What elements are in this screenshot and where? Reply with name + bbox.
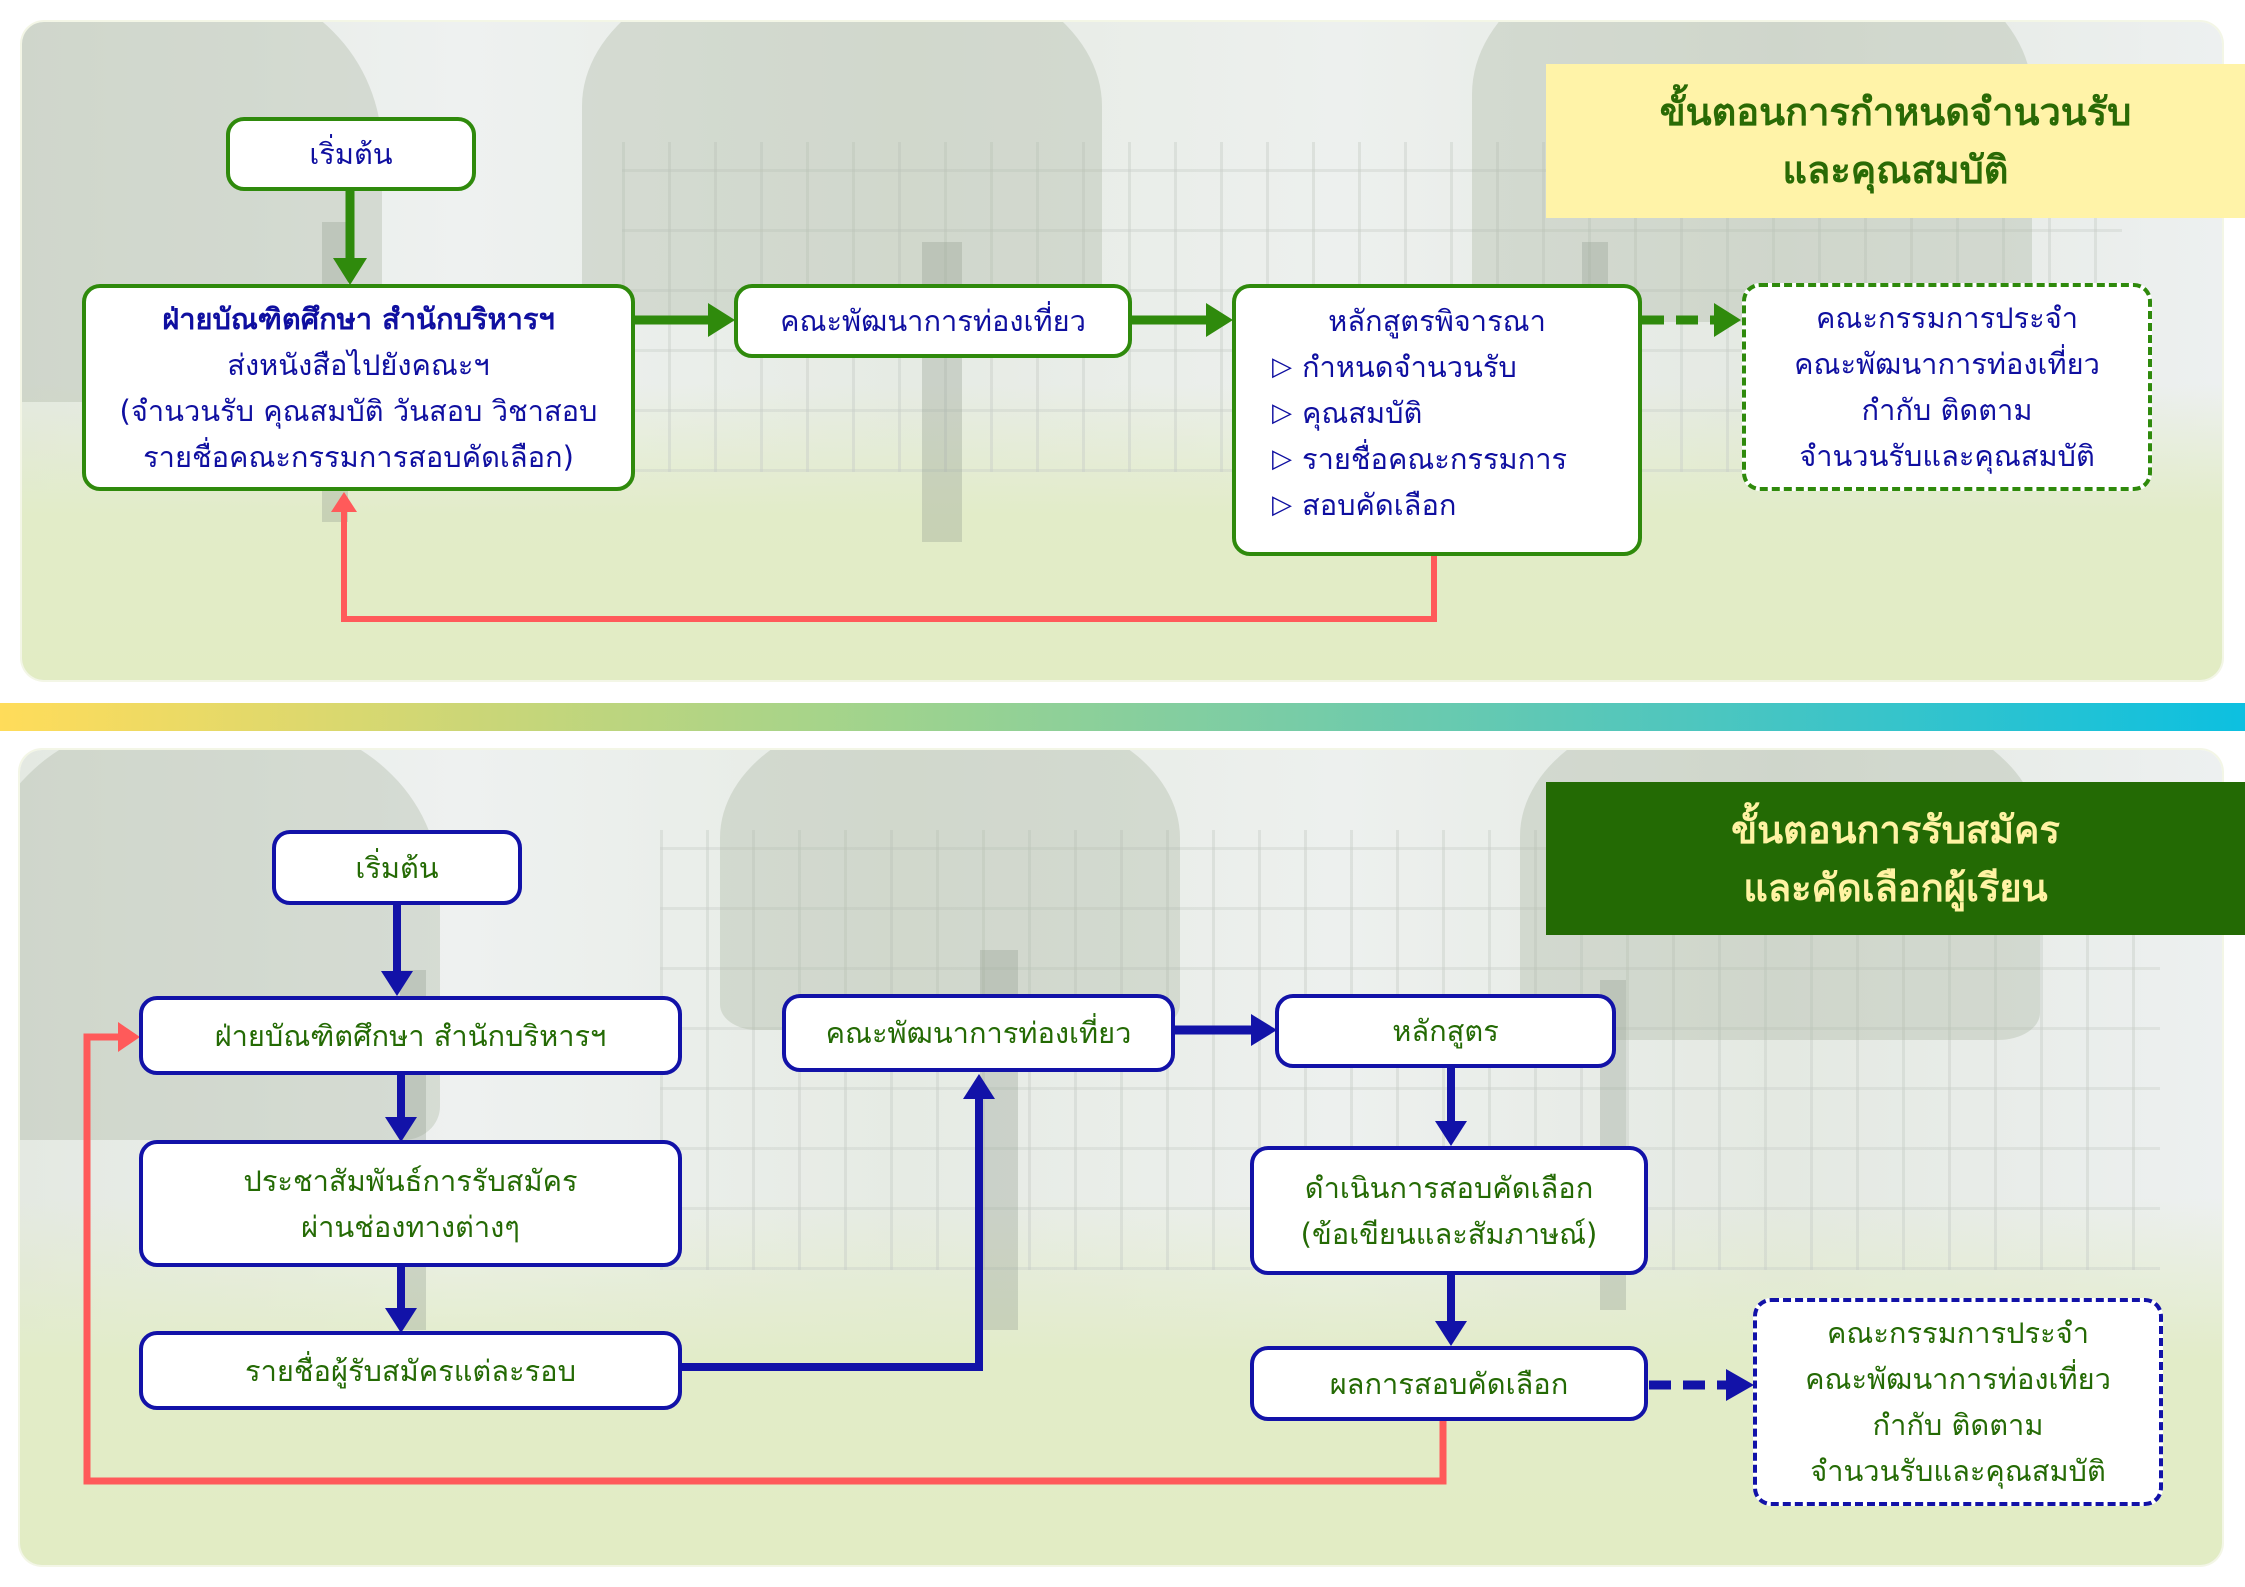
title-line: และคุณสมบัติ — [1782, 148, 2009, 192]
top-node-committee: คณะกรรมการประจำ คณะพัฒนาการท่องเที่ยว กำ… — [1742, 283, 2152, 491]
top-section-title: ขั้นตอนการกำหนดจำนวนรับ และคุณสมบัติ — [1546, 64, 2245, 218]
bottom-section-title: ขั้นตอนการรับสมัคร และคัดเลือกผู้เรียน — [1546, 782, 2245, 935]
node-line: ประชาสัมพันธ์การรับสมัคร — [243, 1163, 578, 1198]
node-line: ผ่านช่องทางต่างๆ — [301, 1209, 520, 1244]
node-label: ฝ่ายบัณฑิตศึกษา สำนักบริหารฯ — [214, 1018, 607, 1053]
bottom-arrow-exam-to-result — [1435, 1275, 1467, 1346]
node-line: คณะพัฒนาการท่องเที่ยว — [1805, 1362, 2111, 1396]
criteria-item: ▷ กำหนดจำนวนรับ — [1272, 344, 1567, 390]
node-line: คณะพัฒนาการท่องเที่ยว — [1794, 347, 2100, 381]
node-label: เริ่มต้น — [309, 137, 393, 171]
criteria-label: รายชื่อคณะกรรมการ — [1302, 442, 1568, 476]
title-line: และคัดเลือกผู้เรียน — [1743, 865, 2048, 910]
node-label: คณะพัฒนาการท่องเที่ยว — [825, 1016, 1132, 1050]
background-tree — [582, 22, 1102, 322]
bottom-node-graduate-office: ฝ่ายบัณฑิตศึกษา สำนักบริหารฯ — [139, 996, 682, 1075]
title-line: ขั้นตอนการกำหนดจำนวนรับ — [1659, 90, 2132, 134]
node-line: ส่งหนังสือไปยังคณะฯ — [227, 347, 490, 382]
top-feedback-curriculum-to-office — [331, 492, 1437, 622]
node-line: รายชื่อคณะกรรมการสอบคัดเลือก) — [143, 439, 574, 474]
triangle-bullet-icon: ▷ — [1272, 444, 1292, 474]
top-arrow-start-to-office — [333, 190, 367, 285]
criteria-label: คุณสมบัติ — [1302, 396, 1423, 430]
title-line: ขั้นตอนการรับสมัคร — [1731, 807, 2060, 852]
top-arrow-office-to-faculty — [634, 303, 735, 337]
node-heading: หลักสูตรพิจารณา — [1328, 304, 1546, 338]
top-node-graduate-office: ฝ่ายบัณฑิตศึกษา สำนักบริหารฯ ส่งหนังสือไ… — [82, 284, 635, 491]
criteria-item: ▷ คุณสมบัติ — [1272, 390, 1567, 436]
node-line: ดำเนินการสอบคัดเลือก — [1304, 1170, 1594, 1205]
node-heading: ฝ่ายบัณฑิตศึกษา สำนักบริหารฯ — [162, 301, 555, 336]
bottom-node-publicize: ประชาสัมพันธ์การรับสมัคร ผ่านช่องทางต่าง… — [139, 1140, 682, 1267]
section-divider-gradient — [0, 703, 2245, 731]
node-line: คณะกรรมการประจำ — [1827, 1316, 2089, 1350]
bottom-arrow-result-to-committee-dashed — [1649, 1369, 1754, 1401]
top-node-start: เริ่มต้น — [226, 117, 476, 191]
criteria-item: ▷ รายชื่อคณะกรรมการ — [1272, 436, 1567, 482]
node-line: กำกับ ติดตาม — [1872, 1408, 2044, 1442]
triangle-bullet-icon: ▷ — [1272, 352, 1292, 382]
top-node-curriculum: หลักสูตรพิจารณา ▷ กำหนดจำนวนรับ ▷ คุณสมบ… — [1232, 284, 1642, 556]
top-arrow-curriculum-to-committee-dashed — [1642, 303, 1741, 337]
node-label: คณะพัฒนาการท่องเที่ยว — [780, 304, 1086, 338]
node-line: กำกับ ติดตาม — [1861, 393, 2033, 427]
criteria-item: ▷ สอบคัดเลือก — [1272, 482, 1567, 528]
node-label: เริ่มต้น — [355, 850, 439, 885]
top-node-faculty: คณะพัฒนาการท่องเที่ยว — [734, 284, 1132, 358]
node-label: หลักสูตร — [1392, 1014, 1499, 1048]
triangle-bullet-icon: ▷ — [1272, 490, 1292, 520]
bottom-feedback-result-to-office — [83, 1022, 1447, 1485]
bottom-arrow-faculty-to-curriculum — [1175, 1014, 1277, 1046]
bottom-node-start: เริ่มต้น — [272, 830, 522, 905]
criteria-list: ▷ กำหนดจำนวนรับ ▷ คุณสมบัติ ▷ รายชื่อคณะ… — [1236, 344, 1567, 528]
bottom-arrow-office-to-publicize — [385, 1075, 417, 1142]
node-label: รายชื่อผู้รับสมัครแต่ละรอบ — [245, 1353, 576, 1388]
top-arrow-faculty-to-curriculum — [1132, 303, 1233, 337]
bottom-arrow-curriculum-to-exam — [1435, 1068, 1467, 1146]
bottom-node-exam-result: ผลการสอบคัดเลือก — [1250, 1346, 1648, 1421]
node-label: ผลการสอบคัดเลือก — [1329, 1366, 1569, 1401]
bottom-node-conduct-exam: ดำเนินการสอบคัดเลือก (ข้อเขียนและสัมภาษณ… — [1250, 1146, 1648, 1275]
bottom-node-faculty: คณะพัฒนาการท่องเที่ยว — [782, 994, 1175, 1072]
bottom-node-committee: คณะกรรมการประจำ คณะพัฒนาการท่องเที่ยว กำ… — [1753, 1298, 2163, 1506]
bottom-node-curriculum: หลักสูตร — [1275, 994, 1616, 1068]
node-line: (จำนวนรับ คุณสมบัติ วันสอบ วิชาสอบ — [119, 393, 598, 428]
node-line: จำนวนรับและคุณสมบัติ — [1810, 1454, 2106, 1488]
node-line: คณะกรรมการประจำ — [1816, 301, 2078, 335]
bottom-node-applicant-list: รายชื่อผู้รับสมัครแต่ละรอบ — [139, 1331, 682, 1410]
bottom-arrow-start-to-office — [381, 905, 413, 996]
criteria-label: กำหนดจำนวนรับ — [1302, 350, 1517, 384]
criteria-label: สอบคัดเลือก — [1302, 488, 1457, 522]
node-line: (ข้อเขียนและสัมภาษณ์) — [1300, 1216, 1598, 1251]
triangle-bullet-icon: ▷ — [1272, 398, 1292, 428]
bottom-arrow-publicize-to-list — [385, 1266, 417, 1333]
background-tree — [720, 750, 1180, 1030]
node-line: จำนวนรับและคุณสมบัติ — [1799, 439, 2095, 473]
bottom-arrow-list-to-faculty — [681, 1074, 995, 1371]
